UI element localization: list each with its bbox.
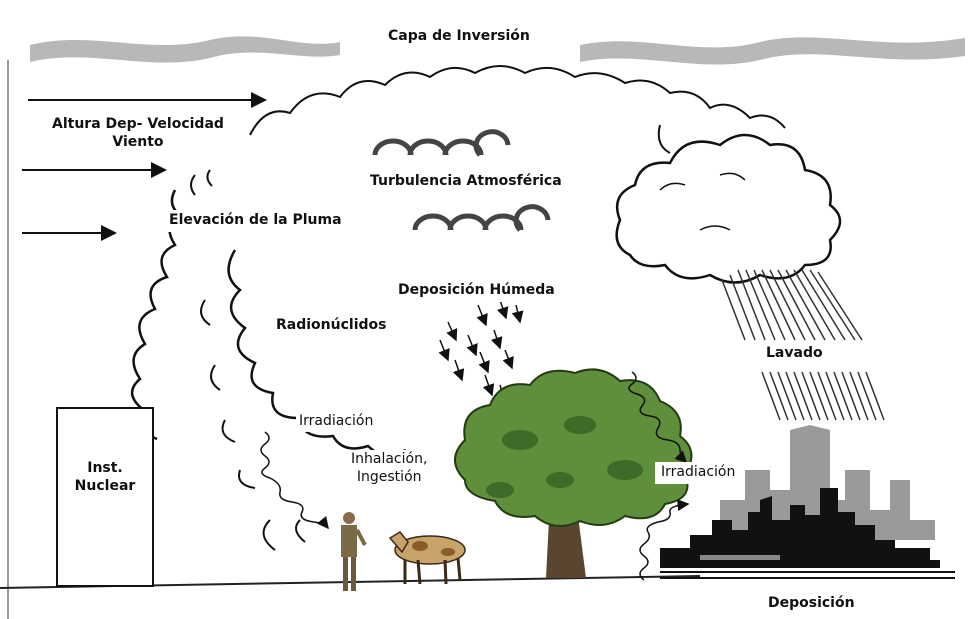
inversion-layer-label: Capa de Inversión: [388, 28, 530, 44]
city-skyline-back: [720, 425, 935, 540]
turbulence-loops-bottom: [412, 204, 551, 232]
nuclear-facility-line1: Inst.: [87, 460, 123, 476]
washout-label: Lavado: [756, 343, 833, 365]
rain-cloud: [615, 133, 842, 284]
plume-right-edge: [657, 124, 671, 154]
plume-inner-scallops: [200, 299, 256, 489]
radionuclides-label: Radionúclidos: [270, 315, 393, 337]
inhalation-ingestion-line2: Ingestión: [356, 468, 422, 485]
rain-streaks-upper: [721, 269, 863, 341]
plume-lower-scallops: [262, 519, 306, 551]
plume-bottom-edge: [227, 249, 407, 456]
washout-streaks: [761, 371, 885, 421]
inhalation-ingestion-line1: Inhalación,: [351, 451, 428, 467]
inversion-band-right: [580, 37, 965, 65]
wind-height-label: Altura Dep- Velocidad Viento: [52, 116, 224, 151]
inhalation-ingestion-label: Inhalación, Ingestión: [348, 450, 431, 487]
nuclear-facility-building: [56, 407, 154, 587]
deposition-label: Deposición: [762, 595, 861, 613]
irradiation-wave-city: [628, 371, 688, 464]
irradiation-wave-person: [260, 431, 329, 530]
turbulence-loops-top: [372, 129, 511, 157]
tree-canopy: [454, 368, 693, 527]
cow-figure: [388, 531, 466, 585]
wind-height-label-line2: Viento: [112, 133, 164, 150]
wet-deposition-label: Deposición Húmeda: [392, 280, 561, 302]
atmospheric-turbulence-label: Turbulencia Atmosférica: [364, 171, 568, 193]
plume-rise-label: Elevación de la Pluma: [165, 210, 346, 232]
city-skyline-front: [660, 488, 930, 560]
irradiation-person-label: Irradiación: [296, 412, 377, 432]
nuclear-facility-line2: Nuclear: [74, 477, 136, 494]
nuclear-facility-label: Inst. Nuclear: [72, 460, 138, 495]
plume-top-edge: [249, 65, 786, 136]
irradiation-wave-city-lower: [639, 499, 690, 581]
plume-inner-edge: [190, 169, 213, 196]
tree: [454, 368, 693, 578]
irradiation-city-label: Irradiación: [655, 462, 742, 484]
person-figure: [341, 512, 367, 591]
inversion-band: [30, 36, 340, 63]
city-skyline: [660, 425, 955, 579]
wind-arrows: [22, 92, 267, 241]
wind-height-label-line1: Altura Dep- Velocidad: [52, 116, 224, 132]
